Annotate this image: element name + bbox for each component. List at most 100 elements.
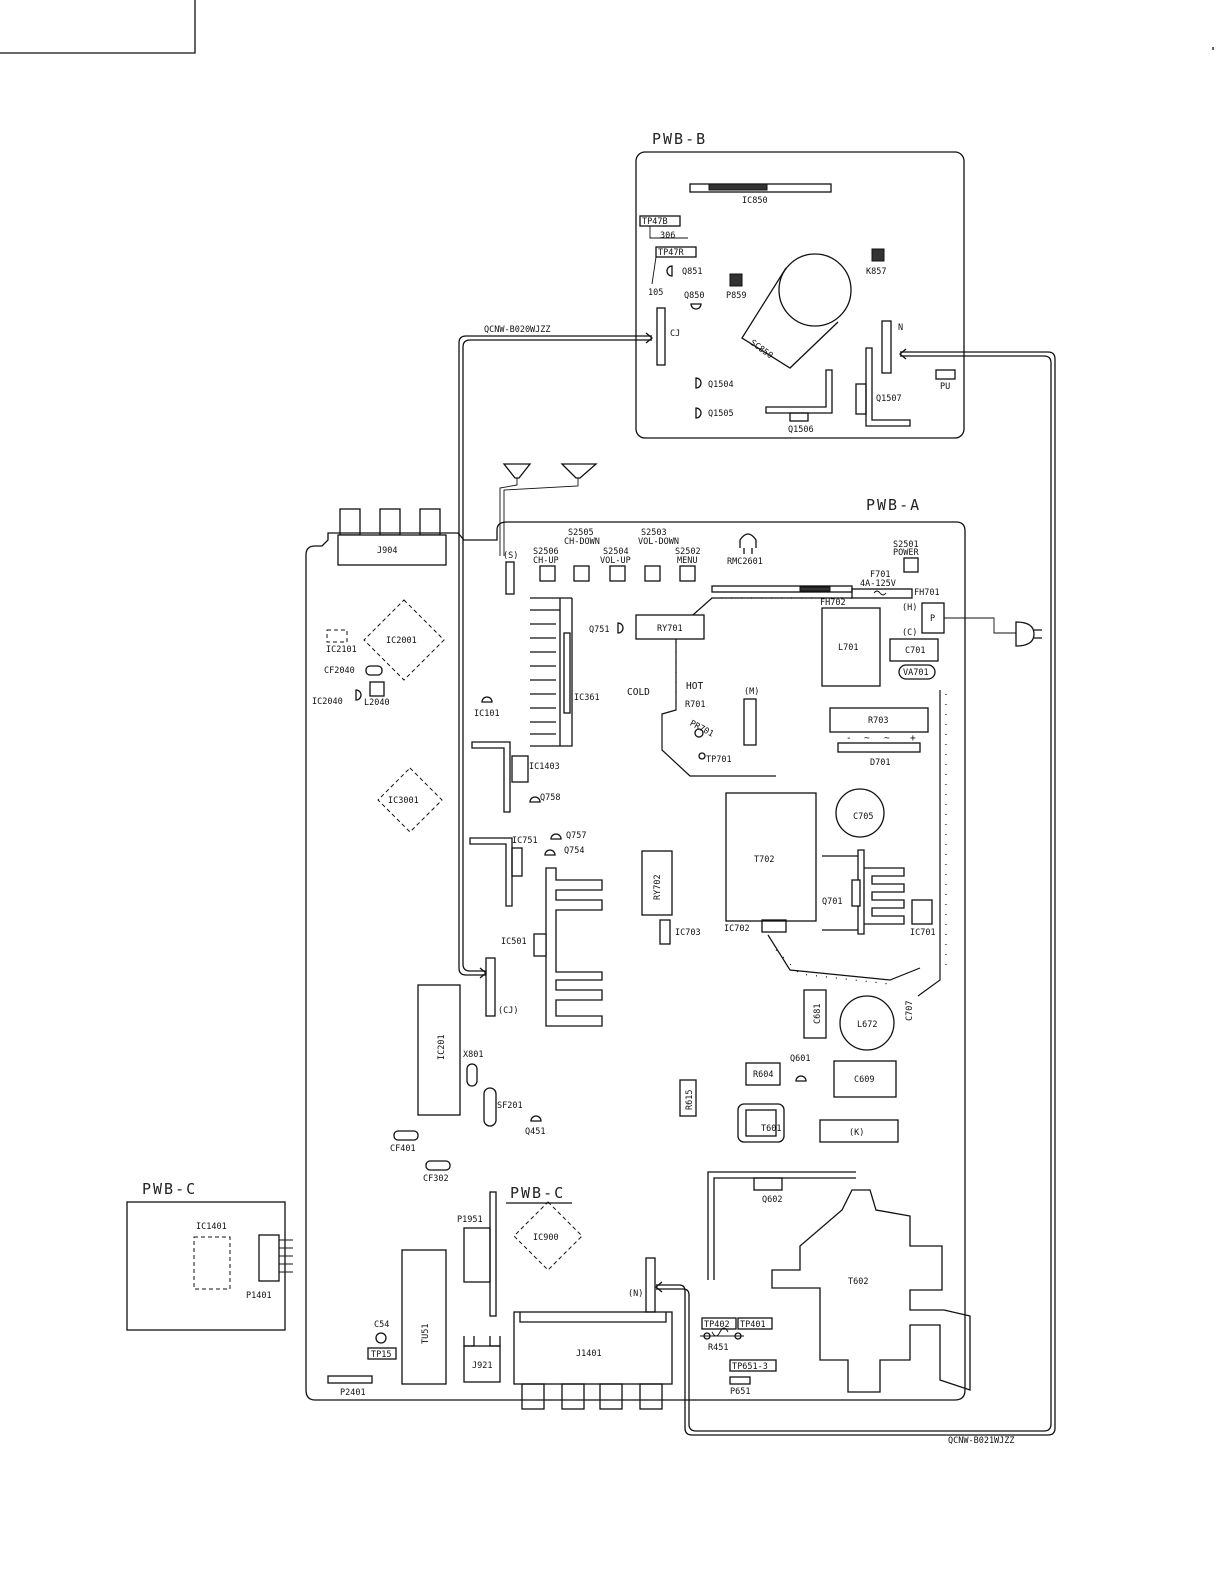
p-label: P bbox=[930, 614, 935, 624]
rmc2601-sensor bbox=[739, 533, 757, 554]
j1401-jack bbox=[513, 1311, 673, 1385]
p1951-label: P1951 bbox=[457, 1215, 483, 1225]
ic1401-outline bbox=[193, 1236, 231, 1290]
q754-symbol bbox=[544, 849, 556, 856]
t602-label: T602 bbox=[848, 1277, 868, 1287]
ic2101-outline bbox=[326, 629, 348, 643]
ic701-label: IC701 bbox=[910, 928, 936, 938]
ic1401-label: IC1401 bbox=[196, 1222, 227, 1232]
ic2001-outline bbox=[363, 599, 445, 681]
ic702-part bbox=[761, 919, 787, 933]
ic850-body bbox=[708, 183, 768, 191]
f701-fuse bbox=[851, 588, 913, 599]
s2504-switch bbox=[609, 565, 626, 582]
s2501-sub: POWER bbox=[893, 548, 919, 558]
pwb-b-title: PWB-B bbox=[652, 130, 707, 148]
n-lower-connector bbox=[645, 1257, 656, 1313]
q758-symbol bbox=[529, 796, 541, 803]
x801-label: X801 bbox=[463, 1050, 483, 1060]
q1505-label: Q1505 bbox=[708, 409, 734, 419]
c54-label: C54 bbox=[374, 1320, 389, 1330]
tp47r-leader bbox=[651, 256, 657, 285]
s2503-label: S2503 bbox=[641, 528, 667, 538]
ic501-label: IC501 bbox=[501, 937, 527, 947]
rmc2601-label: RMC2601 bbox=[727, 557, 763, 567]
r451-pad-right bbox=[734, 1332, 742, 1340]
cj-arrow-lower bbox=[479, 967, 488, 979]
power-cord bbox=[944, 617, 1016, 634]
s2503-switch bbox=[644, 565, 661, 582]
sf201-filter bbox=[483, 1087, 497, 1127]
ic751-body bbox=[511, 847, 523, 877]
cold-label: COLD bbox=[627, 687, 650, 698]
l2040-label: L2040 bbox=[364, 698, 390, 708]
cj-label: CJ bbox=[670, 329, 680, 339]
cj-lower-label: (CJ) bbox=[498, 1006, 518, 1016]
q701-heatsink bbox=[822, 849, 905, 935]
sc850-crt-socket: SC850 bbox=[741, 253, 852, 369]
speakers bbox=[499, 463, 598, 556]
f701-fuse-symbol bbox=[873, 590, 887, 596]
ry701-label: RY701 bbox=[657, 624, 683, 634]
cf2040-label: CF2040 bbox=[324, 666, 355, 676]
top-connector-pins bbox=[799, 586, 831, 592]
cj-connector bbox=[656, 307, 666, 366]
q850-symbol bbox=[690, 303, 702, 310]
k-label: (K) bbox=[849, 1128, 864, 1138]
ic1403-body bbox=[511, 755, 529, 783]
s2506-switch bbox=[539, 565, 556, 582]
tu51-label: TU51 bbox=[421, 1324, 431, 1344]
ic201-chip bbox=[417, 984, 461, 1116]
t702-transformer bbox=[725, 792, 817, 922]
s2506-label: S2506 bbox=[533, 547, 559, 557]
q602-body bbox=[753, 1177, 783, 1191]
q757-label: Q757 bbox=[566, 831, 586, 841]
lower-cable-label: QCNW-B021WJZZ bbox=[948, 1436, 1015, 1446]
p1401-connector bbox=[258, 1234, 280, 1282]
tp47b-box bbox=[639, 215, 681, 227]
ic3001-label: IC3001 bbox=[388, 796, 419, 806]
s-connector-label: (S) bbox=[503, 551, 518, 561]
q451-symbol bbox=[530, 1115, 542, 1122]
f701-rating: 4A-125V bbox=[860, 579, 896, 589]
tp401-box bbox=[737, 1317, 773, 1330]
ic201-label: IC201 bbox=[437, 1034, 447, 1060]
cf401-part bbox=[393, 1130, 419, 1141]
pwb-b-outline bbox=[635, 151, 965, 439]
pwb-c-inner-title: PWB-C bbox=[510, 1184, 565, 1202]
q451-label: Q451 bbox=[525, 1127, 545, 1137]
c-conn-label: (C) bbox=[902, 628, 917, 638]
t602-flyback bbox=[771, 1189, 971, 1393]
r615-part bbox=[679, 1079, 697, 1117]
r451-pad-left bbox=[703, 1332, 711, 1340]
q851-label: Q851 bbox=[682, 267, 702, 277]
ic501-heatsink bbox=[533, 867, 603, 1027]
tp47r-label: TP47R bbox=[658, 248, 684, 258]
right-hot-boundary bbox=[917, 690, 941, 997]
ic701-part bbox=[911, 899, 933, 925]
j1401-port-1 bbox=[521, 1383, 545, 1410]
p2401-label: P2401 bbox=[340, 1388, 366, 1398]
q758-label: Q758 bbox=[540, 793, 560, 803]
p1401-label: P1401 bbox=[246, 1291, 272, 1301]
l672-coil bbox=[839, 995, 895, 1051]
n-arrow-lower bbox=[654, 1281, 663, 1293]
ic2040-label: IC2040 bbox=[312, 697, 343, 707]
q851-symbol bbox=[666, 265, 673, 277]
sc850-label: SC850 bbox=[748, 338, 775, 361]
d701-bridge bbox=[837, 742, 921, 753]
ic751-heatsink bbox=[469, 837, 513, 907]
ic850-label: IC850 bbox=[742, 196, 768, 206]
q602-label: Q602 bbox=[762, 1195, 782, 1205]
m-label: (M) bbox=[744, 687, 759, 697]
tp401-label: TP401 bbox=[740, 1320, 766, 1330]
ic900-label: IC900 bbox=[533, 1233, 559, 1243]
ic101-label: IC101 bbox=[474, 709, 500, 719]
sf201-label: SF201 bbox=[497, 1101, 523, 1111]
r615-label: R615 bbox=[685, 1090, 695, 1110]
q1507-label: Q1507 bbox=[876, 394, 902, 404]
tp402-box bbox=[701, 1317, 737, 1330]
q701-label: Q701 bbox=[822, 897, 842, 907]
j1401-port-3 bbox=[599, 1383, 623, 1410]
ic2040-symbol bbox=[355, 689, 362, 701]
